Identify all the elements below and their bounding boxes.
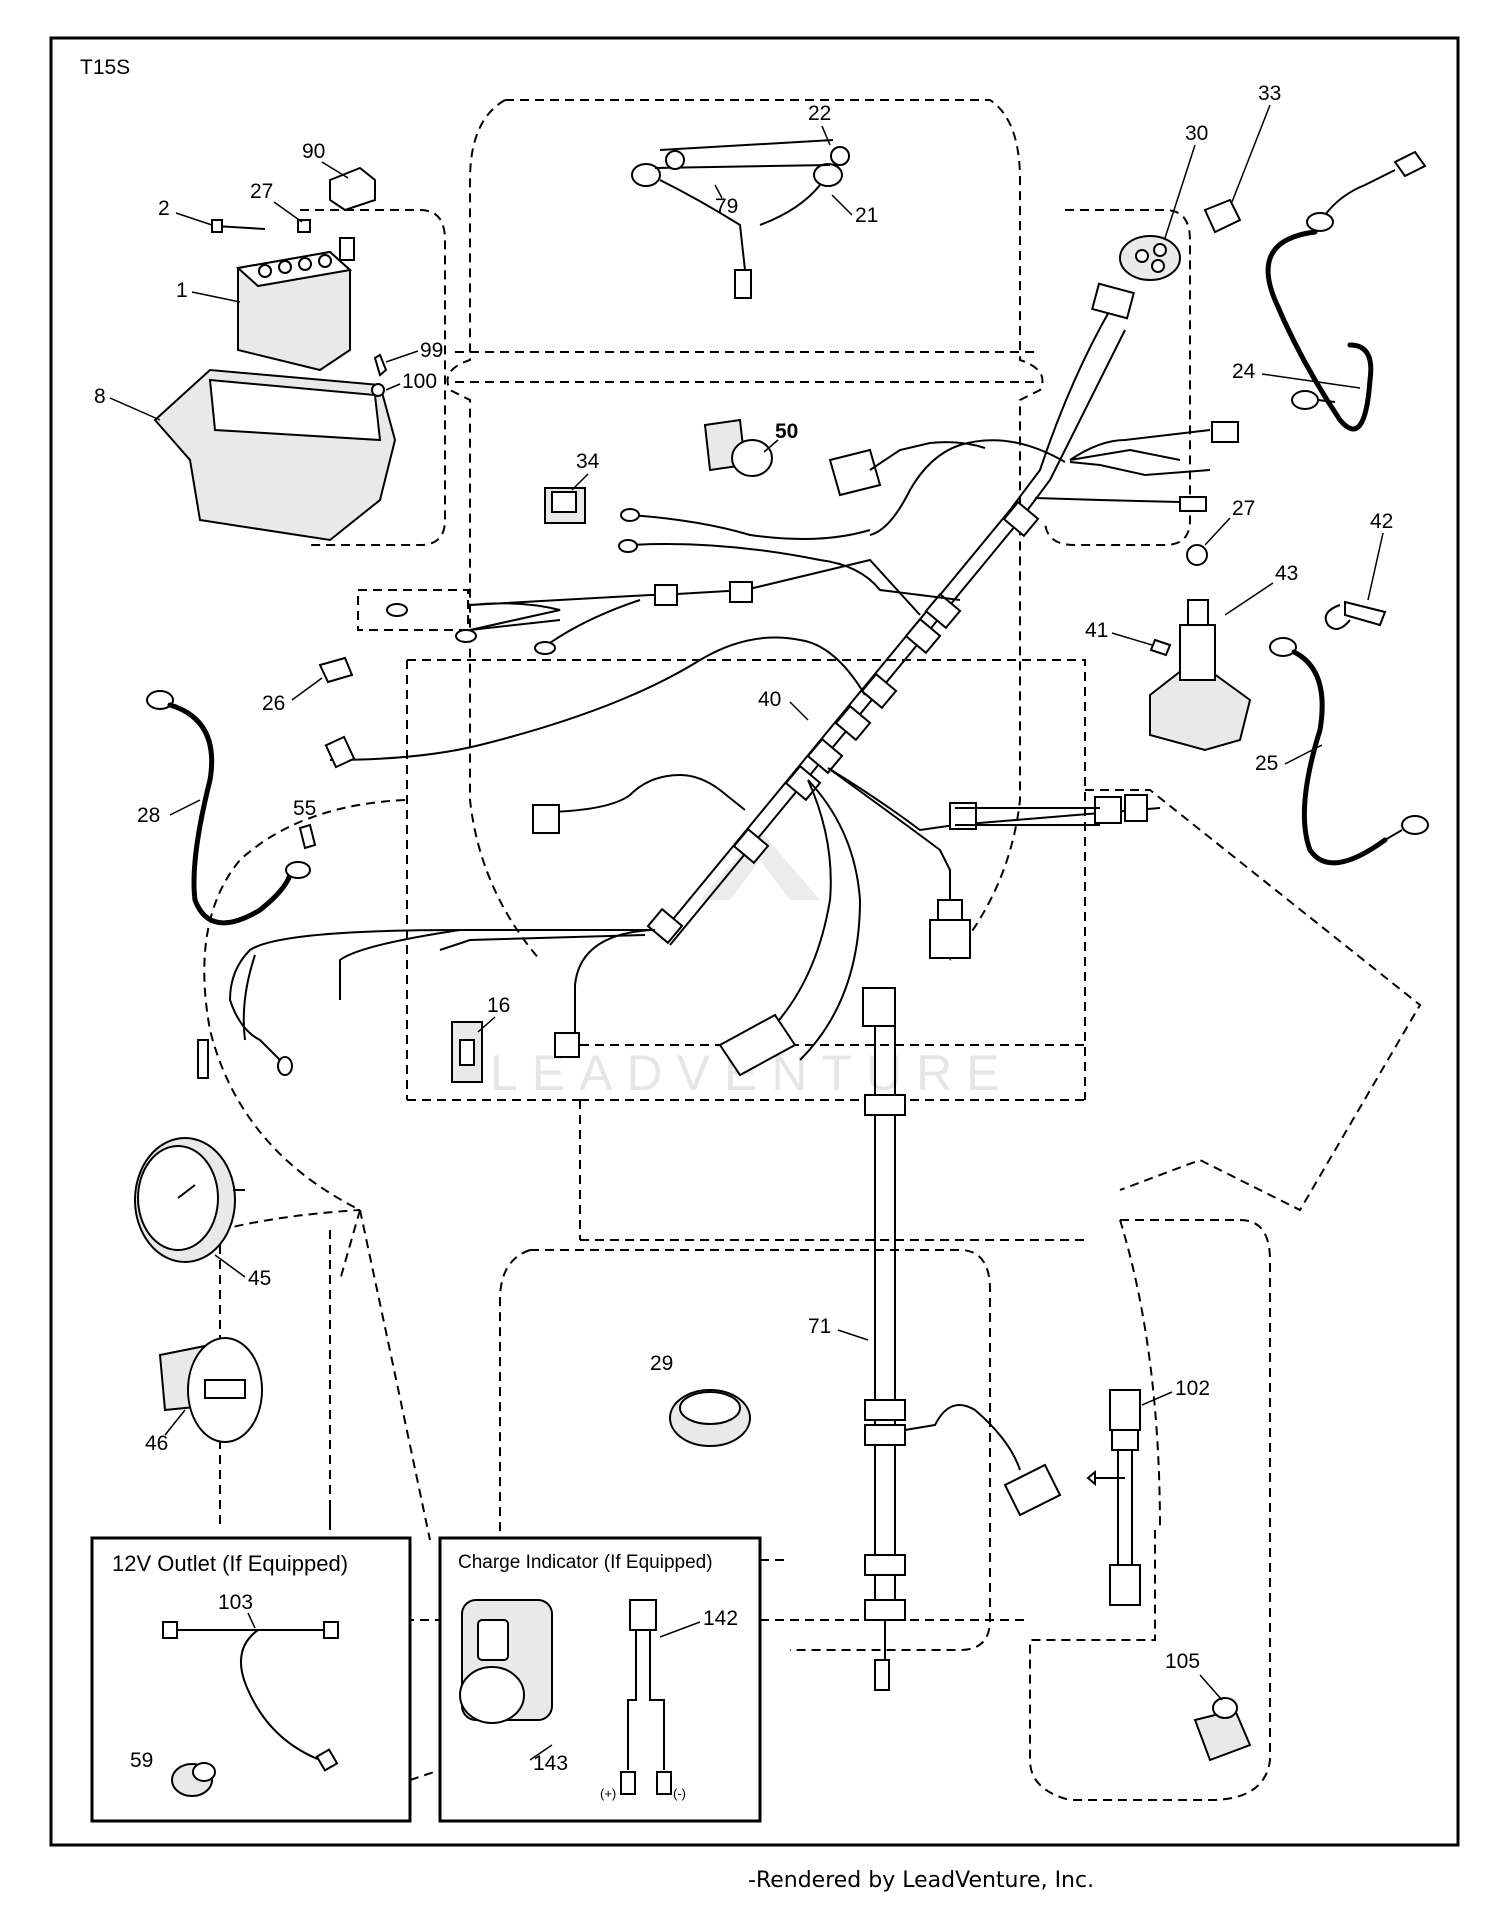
callout-43: 43 [1275,562,1298,585]
harness-branch-connector-a [1211,421,1239,443]
callout-34: 34 [576,450,600,473]
callout-40: 40 [758,688,781,711]
headlight-harness: 22 79 21 [631,102,878,299]
callout-103: 103 [218,1591,253,1614]
ground-wire-end [197,1039,209,1079]
relay-harness-top-connector [1109,1389,1141,1431]
model-code: T15S [80,56,130,79]
cable-24: 24 [1232,150,1427,432]
tractor-outline [203,99,1422,1801]
harness-71-side-connector [1003,1463,1062,1517]
tray-bolt-icon [373,353,388,377]
callout-105: 105 [1165,1650,1200,1673]
callout-59: 59 [130,1749,153,1772]
outlet-connector-left [162,1621,178,1639]
terminal-cover-icon [329,166,376,212]
callout-30: 30 [1185,122,1208,145]
cable-24-clip-icon [1393,150,1427,178]
headlight-left-icon [631,163,661,187]
terminal-boot-icon [1324,600,1387,630]
harness-connector-left [324,735,356,769]
harness-top-connector [1091,282,1135,320]
callout-143: 143 [533,1752,568,1775]
callout-1: 1 [176,279,188,302]
callout-33: 33 [1258,82,1281,105]
callout-22: 22 [808,102,831,125]
solenoid-assembly: 27 43 41 42 25 [1085,497,1429,866]
outlet-box: 12V Outlet (If Equipped) 103 59 [90,1536,412,1823]
harness-connector-small [554,1032,580,1058]
charge-indicator-box: Charge Indicator (If Equipped) 143 142 (… [438,1536,762,1823]
key-icon [1203,198,1242,234]
outlet-connector-right [323,1621,339,1639]
cable-24-ring-terminal [1291,390,1319,410]
harness-label-tag [828,448,882,497]
charge-plus-label: (+) [600,1786,616,1801]
callout-102: 102 [1175,1377,1210,1400]
solenoid-105: 105 [1165,1650,1252,1762]
battery-nut-icon [297,219,311,233]
ground-screw-icon [298,823,317,850]
callout-99: 99 [420,339,443,362]
callout-42: 42 [1370,510,1393,533]
callout-2: 2 [158,197,170,220]
harness-71-end [874,1659,890,1691]
gauges: 45 46 [134,1137,271,1455]
footer-credit: ‑Rendered by LeadVenture, Inc. [748,1868,1095,1893]
callout-29: 29 [650,1352,673,1375]
callout-50: 50 [775,420,798,443]
battery-bolt-icon [211,219,223,233]
callout-26: 26 [262,692,285,715]
outlet-connector-end [315,1748,339,1772]
battery-terminal [339,237,355,261]
cable-25-ring-top [1269,637,1297,657]
outlet-box-title: 12V Outlet (If Equipped) [112,1551,348,1576]
ignition-switch-icon [1119,235,1181,281]
callout-79: 79 [715,195,738,218]
button-29: 29 [650,1352,751,1447]
callout-24: 24 [1232,360,1256,383]
callout-100: 100 [402,370,437,393]
callout-25: 25 [1255,752,1278,775]
callout-142: 142 [703,1607,738,1630]
solenoid-nut-icon [1186,544,1208,566]
callout-27a: 27 [250,180,273,203]
ground-cable-28: 55 28 [137,690,317,926]
charge-box-title: Charge Indicator (If Equipped) [458,1552,713,1573]
callout-46: 46 [145,1432,168,1455]
headlight-connector [734,269,752,299]
callout-90: 90 [302,140,325,163]
solenoid-bolt-icon [1149,638,1172,657]
callout-27b: 27 [1232,497,1255,520]
callout-41: 41 [1085,619,1108,642]
harness-71: 71 [808,987,1062,1691]
callout-8: 8 [94,385,106,408]
callout-45: 45 [248,1267,271,1290]
headlight-right-icon [813,163,843,187]
callout-21: 21 [855,204,878,227]
cable-28-ring [146,690,174,710]
harness-71-top-connector [862,987,896,1027]
harness-connector-mid [532,804,560,834]
callout-28: 28 [137,804,160,827]
ignition-switch: 30 33 [1119,82,1281,281]
diagram-frame [49,36,1460,1847]
switches: 34 50 26 16 [262,418,798,1083]
callout-16: 16 [487,994,510,1017]
relay-102: 102 [1086,1377,1210,1606]
callout-71: 71 [808,1315,831,1338]
charge-minus-label: (-) [673,1786,686,1801]
callout-55: 55 [293,797,316,820]
charge-connector-top [629,1599,657,1631]
main-harness: 40 [197,282,1239,1079]
fuse-icon [318,656,354,684]
battery-assembly: 2 27 90 1 8 99 100 [94,140,443,542]
cable-25-ring-bottom [1401,815,1429,835]
relay-harness-bottom-connector [1109,1564,1141,1606]
harness-connector-lower [718,1013,797,1077]
tray-washer-icon [371,383,385,397]
